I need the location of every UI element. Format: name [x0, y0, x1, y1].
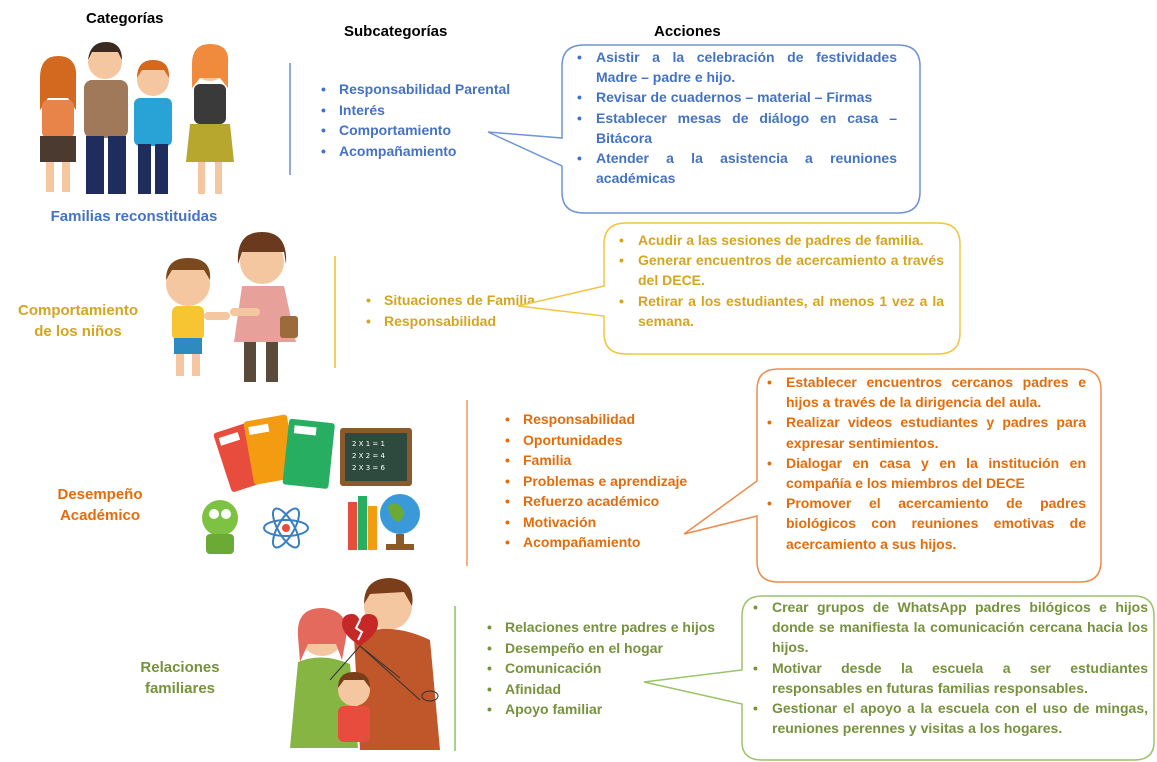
divider-line-row1 — [289, 63, 291, 175]
actions-callout-row2: Acudir a las sesiones de padres de famil… — [514, 220, 964, 358]
actions-callout-row1: Asistir a la celebración de festividades… — [484, 42, 924, 217]
subcategory-item: Interés — [319, 100, 510, 121]
action-item: Establecer mesas de diálogo en casa – Bi… — [574, 108, 897, 148]
subcategory-item: Situaciones de Familia — [364, 290, 535, 311]
school-supplies-illustration: 2 X 1 = 1 2 X 2 = 4 2 X 3 = 6 — [202, 414, 420, 554]
category-line: Familias reconstituidas — [50, 208, 218, 225]
svg-text:2 X 2 = 4: 2 X 2 = 4 — [352, 452, 385, 460]
category-line: Académico — [59, 507, 141, 524]
subcategory-item: Motivación — [503, 512, 687, 533]
action-item: Asistir a la celebración de festividades… — [574, 47, 897, 87]
divider-line-row3 — [466, 400, 468, 566]
subcategory-item: Desempeño en el hogar — [485, 638, 725, 659]
action-item: Crear grupos de WhatsApp padres bilógico… — [750, 597, 1148, 658]
subcategory-item: Familia — [503, 450, 687, 471]
subcategory-item: Afinidad — [485, 679, 725, 700]
actions-callout-row3: Establecer encuentros cercanos padres e … — [680, 366, 1105, 586]
category-comportamiento: Comportamiento de los niños — [8, 300, 148, 342]
subcategory-item: Apoyo familiar — [485, 699, 725, 720]
category-relaciones-familiares: Relaciones familiares — [110, 657, 250, 699]
subcategory-item: Acompañamiento — [319, 141, 510, 162]
subcategory-list-row3: Responsabilidad Oportunidades Familia Pr… — [503, 409, 687, 553]
subcategory-item: Relaciones entre padres e hijos — [485, 617, 725, 638]
subcategory-item: Comportamiento — [319, 120, 510, 141]
subcategory-item: Responsabilidad — [503, 409, 687, 430]
category-desempeno-academico: Desempeño Académico — [30, 484, 170, 526]
subcategory-list-row1: Responsabilidad Parental Interés Comport… — [319, 79, 510, 161]
action-item: Revisar de cuadernos – material – Firmas — [574, 87, 897, 107]
action-item: Acudir a las sesiones de padres de famil… — [616, 230, 944, 250]
acciones-header: Acciones — [654, 23, 721, 40]
action-item: Generar encuentros de acercamiento a tra… — [616, 250, 944, 290]
category-line: Desempeño — [57, 486, 143, 503]
svg-text:2 X 1 = 1: 2 X 1 = 1 — [352, 440, 385, 448]
action-item: Motivar desde la escuela a ser estudiant… — [750, 658, 1148, 698]
categorias-header: Categorías — [86, 10, 164, 27]
category-line: familiares — [144, 680, 216, 697]
divider-line-row2 — [334, 256, 336, 368]
action-item: Dialogar en casa y en la institución en … — [764, 453, 1086, 493]
subcategory-item: Responsabilidad — [364, 311, 535, 332]
category-line: de los niños — [34, 323, 122, 340]
subcategory-list-row4: Relaciones entre padres e hijos Desempeñ… — [485, 617, 725, 720]
action-item: Atender a la asistencia a reuniones acad… — [574, 148, 897, 188]
subcategory-item: Comunicación — [485, 658, 725, 679]
action-item: Promover el acercamiento de padres bioló… — [764, 493, 1086, 554]
broken-family-illustration — [290, 578, 440, 750]
subcategory-item: Acompañamiento — [503, 532, 687, 553]
family-of-four-illustration — [40, 42, 234, 194]
subcategory-item: Problemas e aprendizaje — [503, 471, 687, 492]
subcategory-item: Responsabilidad Parental — [319, 79, 510, 100]
subcategorias-header: Subcategorías — [344, 23, 448, 40]
divider-line-row4 — [454, 606, 456, 751]
svg-text:2 X 3 = 6: 2 X 3 = 6 — [352, 464, 385, 472]
category-line: Relaciones — [140, 659, 220, 676]
action-item: Gestionar el apoyo a la escuela con el u… — [750, 698, 1148, 738]
subcategory-list-row2: Situaciones de Familia Responsabilidad — [364, 290, 535, 331]
category-line: Comportamiento — [18, 302, 138, 319]
action-item: Retirar a los estudiantes, al menos 1 ve… — [616, 291, 944, 331]
action-item: Realizar videos estudiantes y padres par… — [764, 412, 1086, 452]
action-item: Establecer encuentros cercanos padres e … — [764, 372, 1086, 412]
actions-callout-row4: Crear grupos de WhatsApp padres bilógico… — [640, 594, 1157, 762]
subcategory-item: Oportunidades — [503, 430, 687, 451]
mother-scolding-child-illustration — [166, 232, 298, 382]
category-familias-reconstituidas: Familias reconstituidas — [22, 206, 246, 227]
subcategory-item: Refuerzo académico — [503, 491, 687, 512]
